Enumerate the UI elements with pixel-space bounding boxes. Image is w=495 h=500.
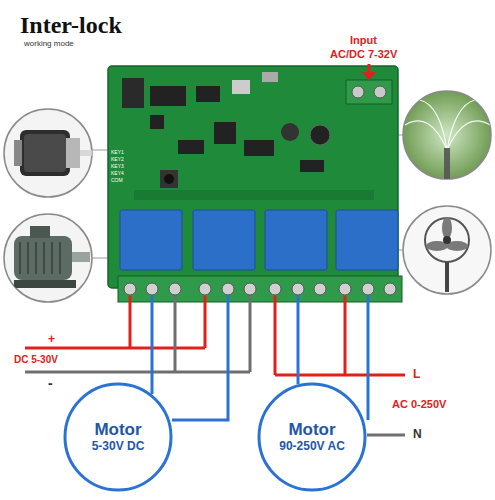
motor-title: Motor: [94, 420, 141, 440]
voltage-label: DC 5-30V: [14, 354, 58, 365]
circle-outline: [259, 384, 365, 490]
fan-photo: [403, 206, 491, 294]
motor-circle: Motor5-30V DC: [63, 382, 173, 492]
polarity-sign: +: [48, 333, 55, 346]
neutral-label: N: [413, 428, 422, 441]
motor-rating: 5-30V DC: [92, 440, 145, 454]
pin-name: KEY1: [111, 150, 124, 156]
relay-board: [108, 66, 402, 302]
sprinkler-photo: [403, 91, 491, 188]
pin-name: KEY2: [111, 157, 124, 163]
circle-outline: [65, 384, 171, 490]
motor-rating: 90-250V AC: [279, 440, 345, 454]
voltage-label: AC/DC 7-32V: [330, 48, 397, 60]
pin-name: KEY3: [111, 164, 124, 170]
input-label: Input: [350, 34, 377, 46]
screw-terminal: [124, 283, 396, 295]
subtitle: working mode: [24, 40, 74, 49]
motor-title: Motor: [288, 420, 335, 440]
polarity-sign: -: [48, 376, 53, 391]
voltage-label: AC 0-250V: [392, 398, 446, 410]
input-arrow: [362, 64, 376, 80]
motor-circle: Motor90-250V AC: [257, 382, 367, 492]
pin-name: COM: [111, 178, 123, 184]
ac-motor-photo: [4, 214, 92, 302]
dc-motor-photo: [4, 109, 92, 197]
title: Inter-lock: [20, 12, 122, 38]
pin-name: KEY4: [111, 171, 124, 177]
relay: [120, 210, 398, 270]
line-label: L: [413, 368, 420, 381]
